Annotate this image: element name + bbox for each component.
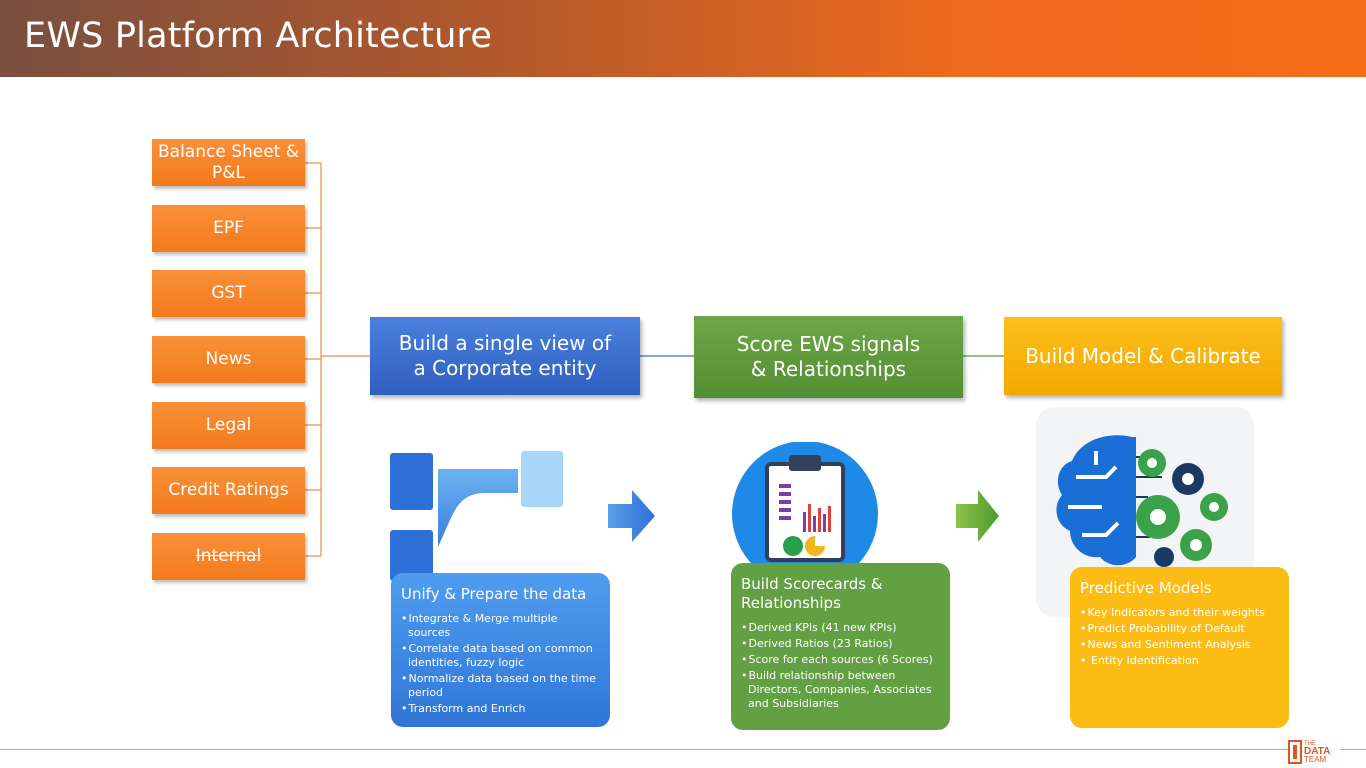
list-item: Predict Probability of Default — [1080, 622, 1279, 636]
stage-single-view: Build a single view of a Corporate entit… — [370, 317, 640, 395]
list-item: Derived Ratios (23 Ratios) — [741, 637, 940, 651]
list-item: Score for each sources (6 Scores) — [741, 653, 940, 667]
footer-divider — [0, 749, 1366, 750]
source-balance-sheet: Balance Sheet & P&L — [152, 139, 305, 186]
merge-flow-icon — [390, 451, 563, 581]
source-news: News — [152, 336, 305, 383]
source-credit-ratings: Credit Ratings — [152, 467, 305, 514]
card-unify-prepare: Unify & Prepare the data Integrate & Mer… — [391, 573, 610, 727]
list-item: Correlate data based on common identitie… — [401, 642, 600, 670]
logo-mark-icon — [1288, 740, 1302, 764]
list-item: Entity Identification — [1080, 654, 1279, 668]
card-title: Unify & Prepare the data — [401, 585, 587, 603]
card-title: Build Scorecards & Relationships — [741, 575, 883, 612]
stage-build-model: Build Model & Calibrate — [1004, 317, 1282, 395]
arrow-right-icon — [608, 490, 655, 542]
source-legal: Legal — [152, 402, 305, 449]
list-item: Transform and Enrich — [401, 702, 600, 716]
list-item: Build relationship between Directors, Co… — [741, 669, 940, 711]
list-item: Key Indicators and their weights — [1080, 606, 1279, 620]
stage-score-signals: Score EWS signals & Relationships — [694, 316, 963, 398]
title-bar: EWS Platform Architecture — [0, 0, 1366, 77]
clipboard-chart-icon — [732, 442, 878, 582]
card-predictive-models: Predictive Models Key Indicators and the… — [1070, 567, 1289, 728]
logo-text-line: DATA — [1304, 746, 1331, 757]
arrow-right-icon — [956, 490, 999, 542]
source-epf: EPF — [152, 205, 305, 252]
list-item: News and Sentiment Analysis — [1080, 638, 1279, 652]
logo-text-line: TEAM — [1304, 755, 1327, 764]
list-item: Derived KPIs (41 new KPIs) — [741, 621, 940, 635]
card-title: Predictive Models — [1080, 579, 1212, 597]
source-gst: GST — [152, 270, 305, 317]
list-item: Normalize data based on the time period — [401, 672, 600, 700]
source-internal: Internal — [152, 533, 305, 580]
brain-gears-icon — [1036, 407, 1254, 617]
card-scorecards: Build Scorecards & Relationships Derived… — [731, 563, 950, 730]
list-item: Integrate & Merge multiple sources — [401, 612, 600, 640]
logo-text-line: THE — [1304, 741, 1316, 747]
data-team-logo: THE DATA TEAM — [1288, 739, 1340, 765]
page-title: EWS Platform Architecture — [24, 16, 493, 56]
